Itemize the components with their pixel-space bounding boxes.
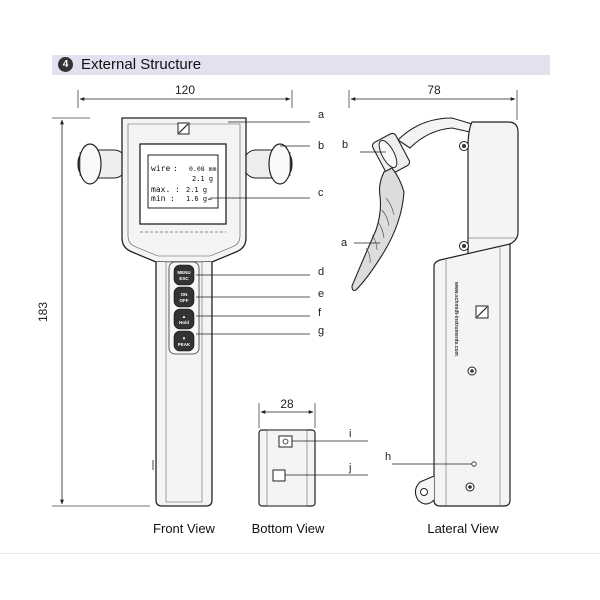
power-bottom-label: OFF	[180, 298, 189, 303]
section-title: External Structure	[81, 56, 202, 73]
section-number-badge: 4	[58, 57, 73, 72]
power-button[interactable]: ON OFF	[173, 286, 195, 308]
lcd-line3-sep: :	[175, 185, 180, 194]
left-roller	[77, 143, 127, 185]
label-d: d	[318, 266, 324, 278]
lateral-head	[467, 121, 519, 259]
lateral-screw-top	[459, 141, 469, 151]
menu-esc-button[interactable]: MENU ESC	[173, 264, 195, 286]
lcd-line3-key: max.	[151, 185, 170, 194]
lateral-roller	[371, 132, 411, 176]
lateral-view: 78 www.schmidt-instruments.com	[341, 83, 519, 536]
up-hold-top-label: ▲	[182, 314, 186, 319]
lcd-line4-key: min	[151, 194, 166, 203]
label-b-lateral: b	[342, 139, 348, 151]
lateral-trigger	[351, 167, 405, 292]
menu-esc-bottom-label: ESC	[179, 276, 189, 281]
logo-mark	[177, 122, 190, 135]
lcd-line3-value: 2.1 g	[186, 186, 207, 194]
label-f: f	[318, 307, 322, 319]
lcd-line1-key: wire	[151, 164, 170, 173]
lcd-line2-value: 2.1 g	[192, 175, 213, 183]
lateral-url: www.schmidt-instruments.com	[453, 281, 459, 357]
caption-bottom-view: Bottom View	[252, 521, 325, 536]
lateral-logo	[475, 305, 489, 319]
lcd-line4-sep: :	[170, 194, 175, 203]
label-i: i	[349, 428, 351, 440]
up-hold-button[interactable]: ▲ Hold	[173, 308, 195, 330]
lcd-line4-value: 1.6 g	[186, 195, 207, 203]
front-height-dim: 183	[36, 302, 50, 322]
label-c: c	[318, 187, 324, 199]
lcd-line4-arrow: ←	[208, 195, 212, 203]
label-h: h	[385, 451, 391, 463]
down-peak-button[interactable]: ▼ PEAK	[173, 330, 195, 352]
front-width-dim: 120	[175, 83, 195, 97]
bottom-port-j	[272, 469, 286, 482]
lcd-line1-sep: :	[173, 164, 178, 173]
lcd-line1-value: 0.08 mm	[189, 165, 216, 173]
bottom-width-dim: 28	[280, 397, 294, 411]
label-b-front: b	[318, 140, 324, 152]
lateral-hole-h	[471, 461, 477, 467]
label-a-lateral: a	[341, 237, 348, 249]
lcd-screen	[147, 154, 219, 209]
lateral-screw-upper-mid	[459, 241, 469, 251]
lateral-screw-middle	[467, 366, 477, 376]
lateral-screw-bottom	[465, 482, 475, 492]
label-j: j	[348, 462, 351, 474]
menu-esc-top-label: MENU	[177, 270, 190, 275]
bottom-divider	[0, 553, 600, 554]
lateral-width-dim: 78	[427, 83, 441, 97]
power-top-label: ON	[181, 292, 188, 297]
bottom-view: 28 i j Bottom View	[252, 397, 368, 536]
up-hold-bottom-label: Hold	[179, 320, 189, 325]
label-g: g	[318, 325, 324, 337]
right-roller	[243, 143, 293, 185]
down-peak-bottom-label: PEAK	[178, 342, 191, 347]
caption-lateral-view: Lateral View	[427, 521, 499, 536]
label-e: e	[318, 288, 324, 300]
front-view: 120 183 wire : 0.08 mm 2.1	[36, 83, 325, 536]
section-header	[52, 55, 550, 75]
caption-front-view: Front View	[153, 521, 216, 536]
label-a-front: a	[318, 109, 325, 121]
button-panel	[168, 261, 200, 355]
down-peak-top-label: ▼	[182, 336, 186, 341]
